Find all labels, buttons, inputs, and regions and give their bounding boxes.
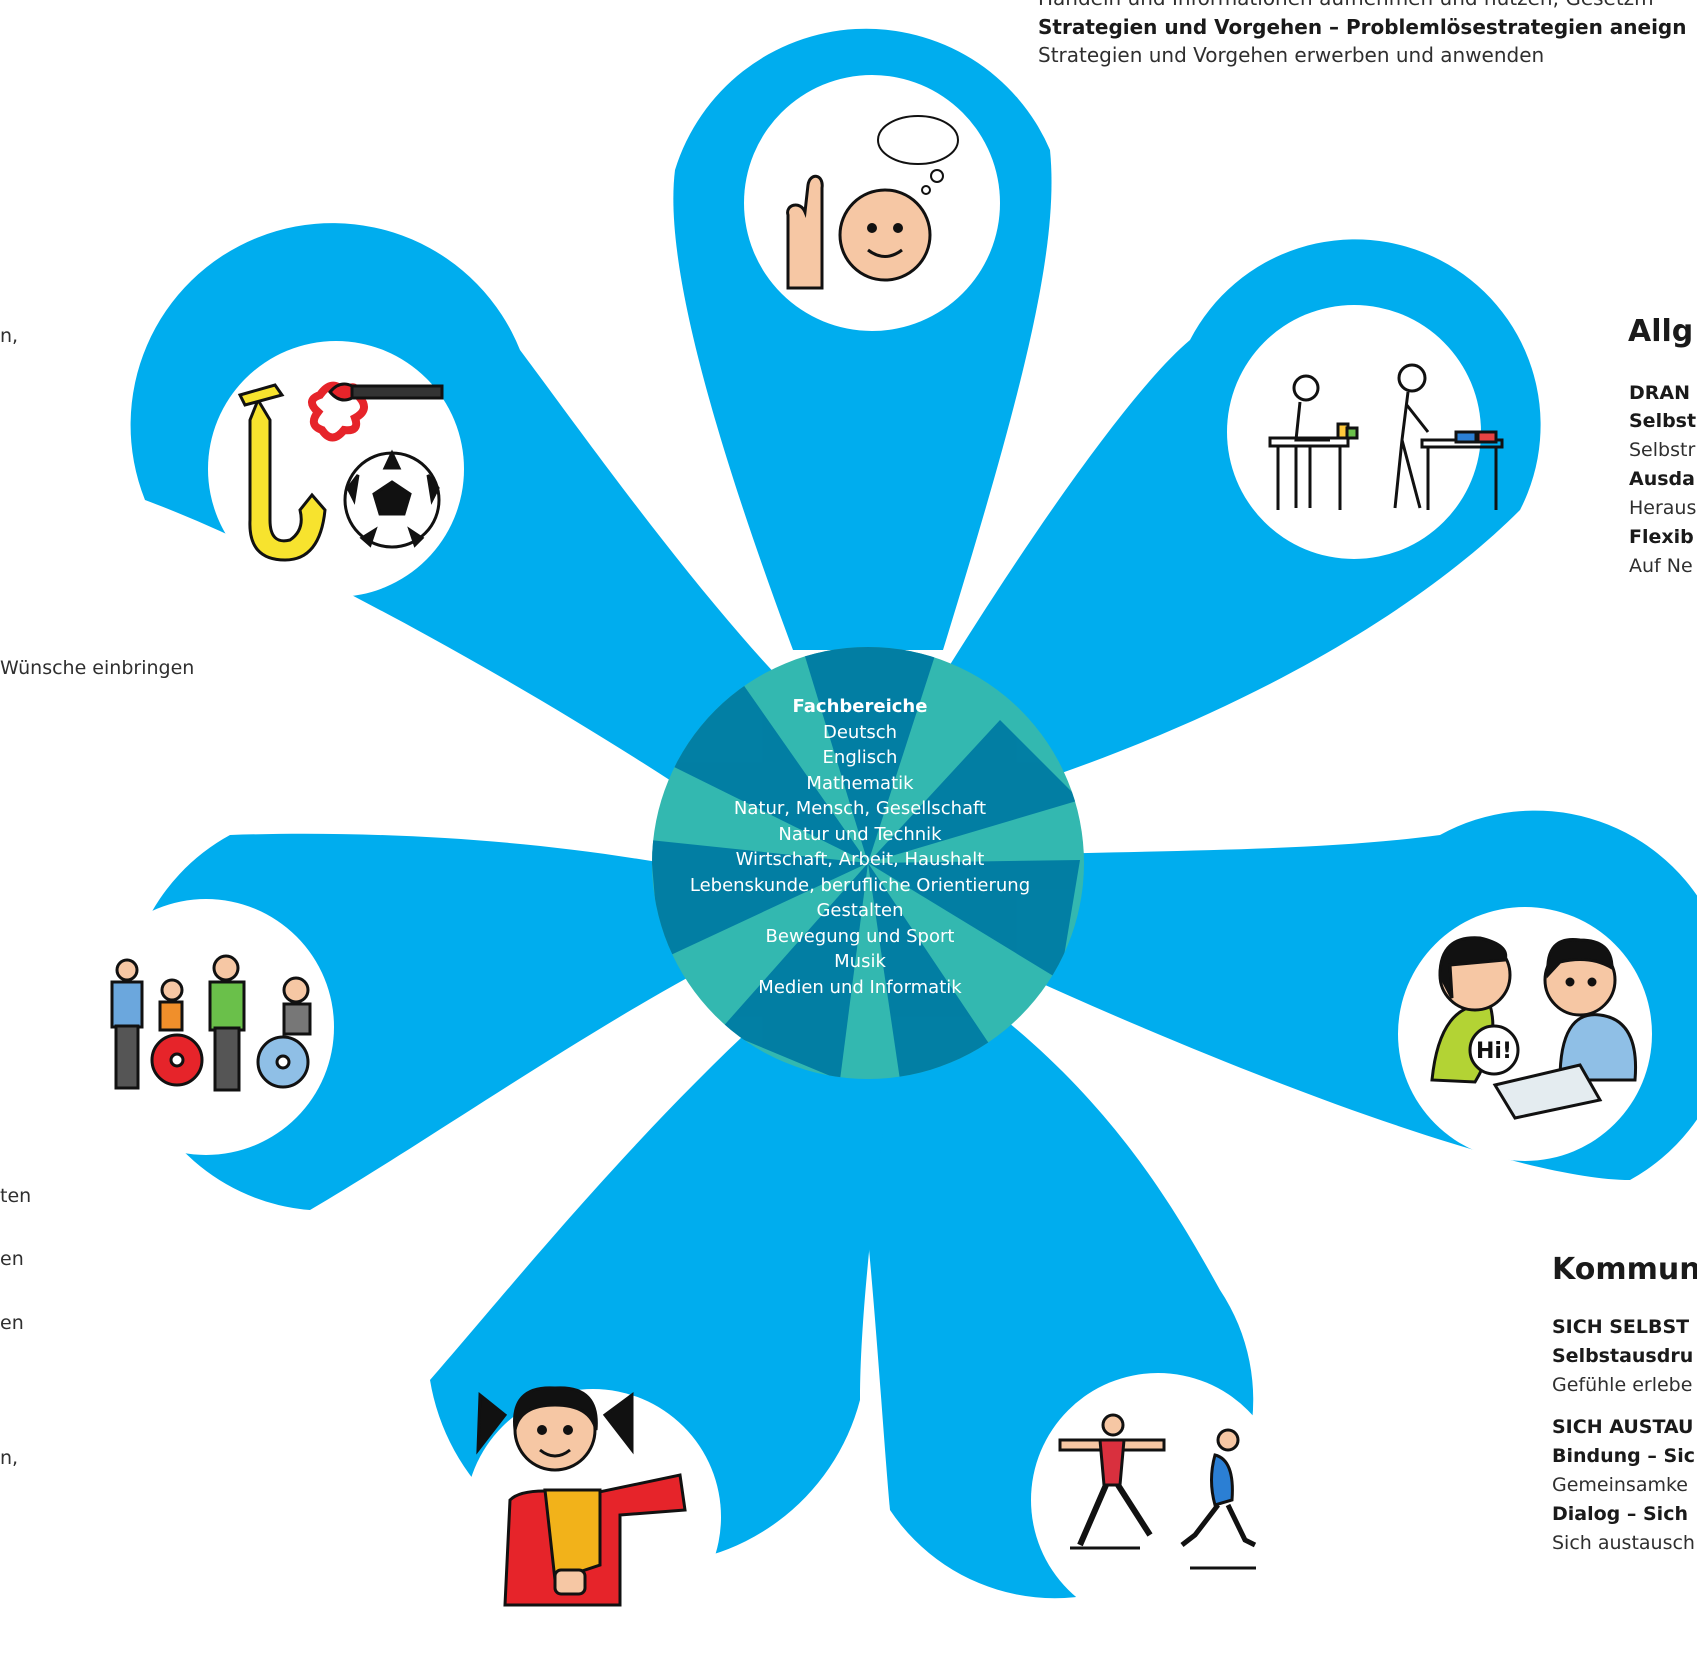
center-circle <box>652 647 1084 1079</box>
right-upper-line: Flexib <box>1629 526 1694 548</box>
right-lower-line: SICH SELBST <box>1552 1316 1690 1338</box>
right-lower-line: SICH AUSTAU <box>1552 1416 1694 1438</box>
right-lower-line: Bindung – Sic <box>1552 1445 1695 1467</box>
sport-movement-icon <box>1058 1413 1257 1570</box>
right-lower-line: Sich austausch <box>1552 1532 1695 1554</box>
right-upper-heading: Allg <box>1628 314 1694 349</box>
left-fragment: Wünsche einbringen <box>0 657 195 679</box>
right-upper-line: Selbstr <box>1629 439 1696 461</box>
center-title: Fachbereiche <box>792 696 928 717</box>
thinking-person-icon <box>786 115 959 290</box>
left-fragment: ten <box>0 1185 32 1207</box>
subject-item: Gestalten <box>816 900 904 921</box>
leisure-music-art-football-icon <box>237 381 444 562</box>
subject-item: Englisch <box>822 747 898 768</box>
right-lower-line: Dialog – Sich <box>1552 1503 1688 1525</box>
left-fragment: en <box>0 1312 24 1334</box>
left-fragment: n, <box>0 325 19 347</box>
top-text-bold: Strategien und Vorgehen – Problemlösestr… <box>1038 15 1687 39</box>
right-lower-line: Gemeinsamke <box>1552 1474 1688 1496</box>
center-subject-list: Fachbereiche Deutsch Englisch Mathematik… <box>650 694 1070 1000</box>
subject-item: Lebenskunde, berufliche Orientierung <box>689 874 1031 896</box>
subject-item: Mathematik <box>806 772 914 794</box>
left-fragment: en <box>0 1248 24 1270</box>
right-upper-line: Heraus <box>1629 497 1697 519</box>
speech-bubble-text: Hi! <box>1476 1039 1512 1064</box>
working-at-table-icon <box>1268 363 1504 510</box>
subject-item: Wirtschaft, Arbeit, Haushalt <box>735 849 985 870</box>
subject-item: Natur, Mensch, Gesellschaft <box>733 798 987 819</box>
right-lower-heading: Kommun <box>1552 1252 1697 1287</box>
children-tablet-communication-icon <box>1430 936 1638 1120</box>
subject-item: Natur und Technik <box>778 823 942 845</box>
right-upper-line: Selbst <box>1629 410 1697 432</box>
girl-self-icon <box>476 1386 687 1607</box>
right-lower-line: Gefühle erlebe <box>1552 1374 1693 1396</box>
top-text-cut-line: Handeln und Informationen aufnehmen und … <box>1038 0 1654 10</box>
left-fragment: n, <box>0 1447 19 1469</box>
top-text-normal: Strategien und Vorgehen erwerben und anw… <box>1038 43 1545 67</box>
inclusion-group-wheelchair-icon <box>110 954 312 1092</box>
right-upper-line: DRAN <box>1629 382 1691 404</box>
subject-item: Medien und Informatik <box>758 976 962 998</box>
right-lower-line: Selbstausdru <box>1552 1345 1694 1367</box>
right-upper-line: Auf Ne <box>1629 555 1693 577</box>
subject-item: Musik <box>834 951 886 972</box>
subject-item: Bewegung und Sport <box>765 925 955 947</box>
subject-item: Deutsch <box>822 721 898 743</box>
right-upper-line: Ausda <box>1629 468 1695 490</box>
